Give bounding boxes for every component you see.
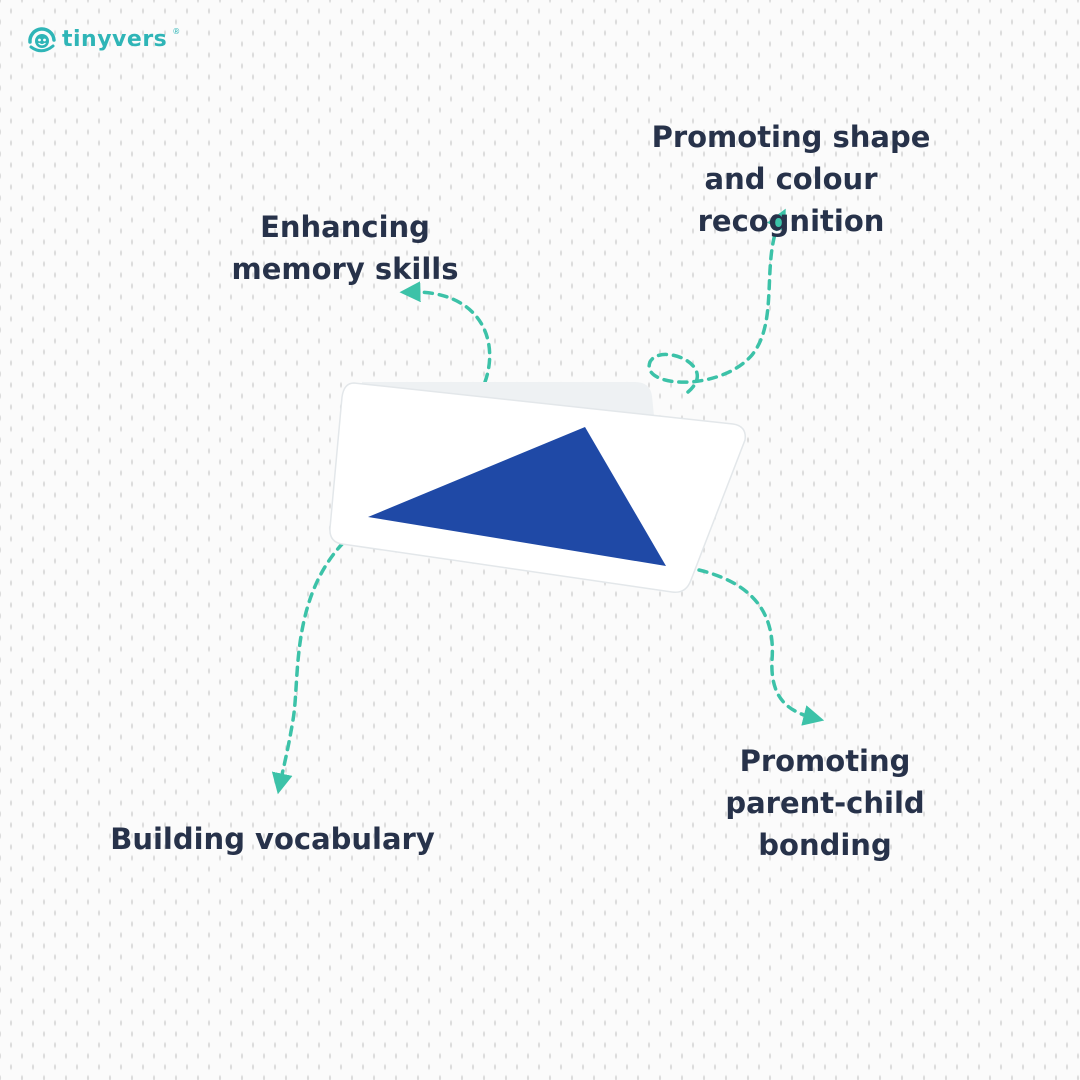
registered-mark: ® xyxy=(172,26,181,36)
logo-wordmark: tinyvers xyxy=(62,27,168,52)
arrow-bonding xyxy=(697,568,825,726)
benefit-memory: Enhancing memory skills xyxy=(231,210,459,286)
flashcard-stack xyxy=(329,382,746,593)
benefit-vocabulary: Building vocabulary xyxy=(110,822,435,856)
brand-logo: tinyvers ® xyxy=(26,25,180,55)
arrow-memory xyxy=(399,281,492,384)
benefit-shape-colour: Promoting shape and colour recognition xyxy=(651,120,931,238)
arrow-shape-colour xyxy=(647,208,786,394)
logo-icon xyxy=(28,27,56,53)
arrow-vocabulary xyxy=(271,541,345,795)
benefit-bonding: Promoting parent-child bonding xyxy=(725,744,925,862)
triangle-shape xyxy=(368,427,666,566)
